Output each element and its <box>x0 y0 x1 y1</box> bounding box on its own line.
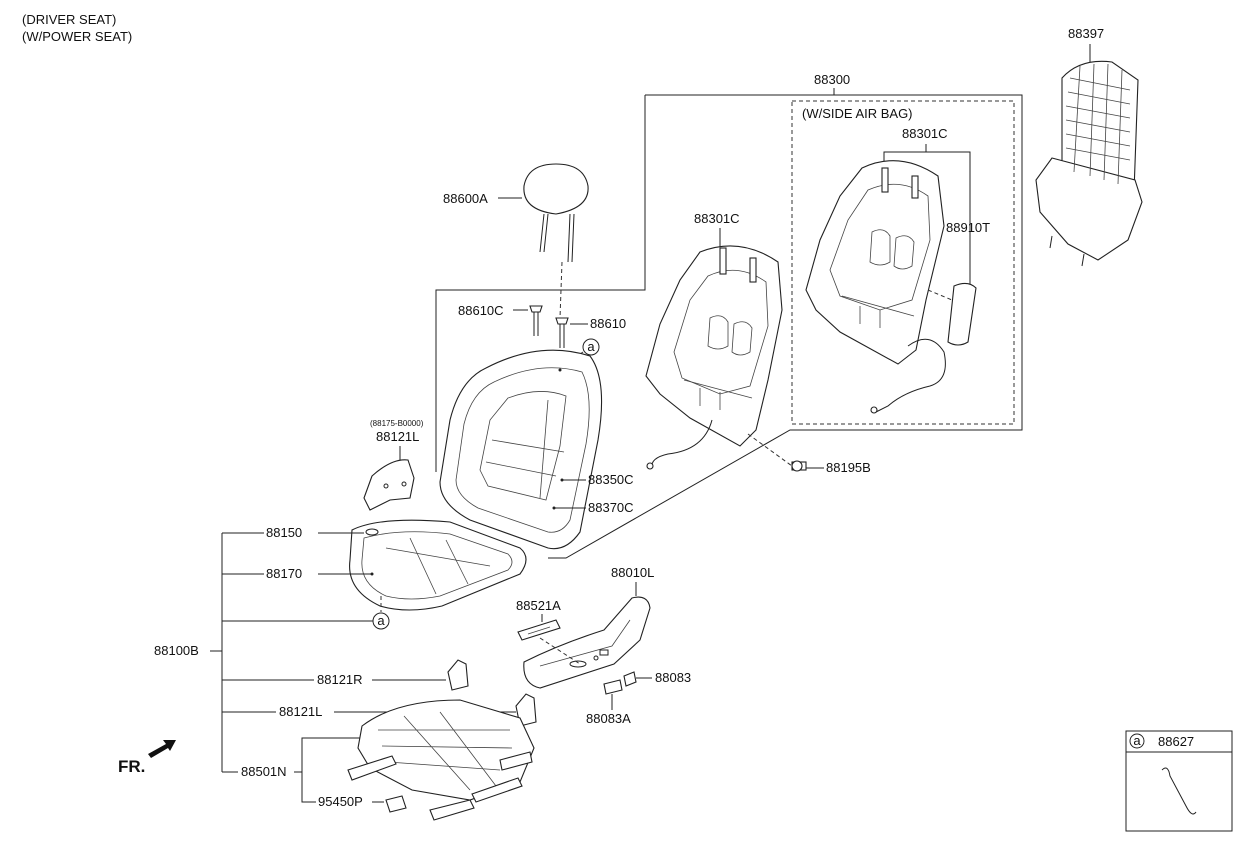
seat-cushion <box>349 519 527 611</box>
header-power-seat: (W/POWER SEAT) <box>22 29 132 44</box>
bracket-88100B <box>210 532 373 773</box>
guide-88610 <box>555 317 569 348</box>
seat-track-frame-88501N <box>347 699 535 821</box>
bolt-88195B <box>791 460 807 472</box>
side-shield-88010L <box>523 596 651 689</box>
header-driver-seat: (DRIVER SEAT) <box>22 12 116 27</box>
leader-88301C-right <box>883 151 971 285</box>
switch-88521A <box>517 619 561 641</box>
label-88121L-top: 88121L <box>376 429 419 444</box>
label-88600A: 88600A <box>443 191 488 206</box>
label-fr: FR. <box>118 757 145 776</box>
label-88121R: 88121R <box>317 672 363 687</box>
label-88195B: 88195B <box>826 460 871 475</box>
label-88301C-right: 88301C <box>902 126 948 141</box>
label-88175: (88175-B0000) <box>370 419 424 428</box>
guide-88610C <box>529 305 543 336</box>
seatback-board-88397 <box>1035 60 1143 267</box>
label-88350C: 88350C <box>588 472 634 487</box>
knob-88083A <box>603 679 623 695</box>
group-outline-88300 <box>435 94 1023 559</box>
label-88121L-bottom: 88121L <box>279 704 322 719</box>
seatback-frame-airbag <box>805 160 977 414</box>
label-88501N: 88501N <box>241 764 287 779</box>
label-88300: 88300 <box>814 72 850 87</box>
label-88100B: 88100B <box>154 643 199 658</box>
svg-text:a: a <box>587 339 595 354</box>
legend-part-88627: 88627 <box>1158 734 1194 749</box>
knob-88083 <box>623 671 637 687</box>
headrest-88600A <box>523 163 589 263</box>
front-arrow-icon <box>148 740 176 758</box>
label-88397: 88397 <box>1068 26 1104 41</box>
label-95450P: 95450P <box>318 794 363 809</box>
label-88910T: 88910T <box>946 220 990 235</box>
label-88083: 88083 <box>655 670 691 685</box>
label-88301C-left: 88301C <box>694 211 740 226</box>
module-95450P <box>385 795 407 813</box>
label-88150: 88150 <box>266 525 302 540</box>
label-side-air-bag: (W/SIDE AIR BAG) <box>802 106 913 121</box>
legend-box <box>1125 730 1233 832</box>
seatback-cushion <box>439 349 603 550</box>
bracket-88121R <box>447 659 469 691</box>
label-88610C: 88610C <box>458 303 504 318</box>
marker-a-top <box>582 338 600 356</box>
label-88170: 88170 <box>266 566 302 581</box>
leader-88501N <box>301 737 360 803</box>
legend-marker-a: a <box>1133 733 1141 748</box>
seatback-frame <box>645 245 783 470</box>
label-88370C: 88370C <box>588 500 634 515</box>
label-88610: 88610 <box>590 316 626 331</box>
clip-88627-icon <box>1161 767 1197 815</box>
label-88010L: 88010L <box>611 565 654 580</box>
cover-88121L-top <box>363 459 415 511</box>
svg-text:a: a <box>377 613 385 628</box>
label-88083A: 88083A <box>586 711 631 726</box>
label-88521A: 88521A <box>516 598 561 613</box>
